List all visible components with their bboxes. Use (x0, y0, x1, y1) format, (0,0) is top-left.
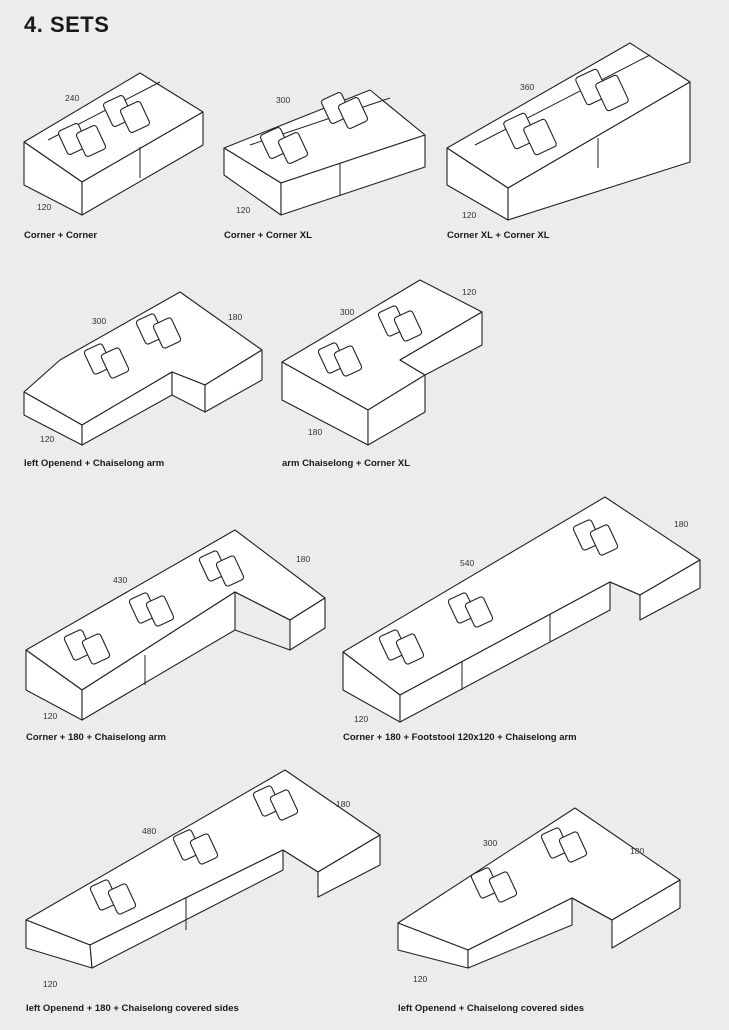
set-caption: arm Chaiselong + Corner XL (282, 458, 411, 469)
width-dimension: 480 (142, 826, 157, 836)
chaise-dimension: 180 (336, 799, 351, 809)
width-dimension: 300 (276, 95, 291, 105)
sofa-drawing-openend-chaiselong-arm (23, 291, 263, 446)
set-caption: left Openend + Chaiselong covered sides (398, 1003, 585, 1014)
depth-dimension: 180 (308, 427, 323, 437)
set-caption: Corner + 180 + Footstool 120x120 + Chais… (343, 732, 577, 743)
width-dimension: 300 (483, 838, 498, 848)
width-dimension: 540 (460, 558, 475, 568)
set-caption: Corner + 180 + Chaiselong arm (26, 732, 166, 743)
chaise-dimension: 180 (630, 846, 645, 856)
sofa-drawing-arm-chaiselong-corner-xl (281, 279, 483, 446)
set-caption: Corner + Corner XL (224, 230, 312, 241)
set-caption: Corner XL + Corner XL (447, 230, 550, 241)
chaise-dimension: 180 (674, 519, 689, 529)
sofa-drawing-corner-180-chaiselong-arm (25, 529, 326, 721)
depth-dimension: 120 (236, 205, 251, 215)
chaise-dimension: 120 (462, 287, 477, 297)
set-caption: left Openend + Chaiselong arm (24, 458, 165, 469)
depth-dimension: 120 (354, 714, 369, 724)
sofa-drawing-corner-corner-xl (223, 89, 426, 216)
width-dimension: 300 (340, 307, 355, 317)
sofa-drawing-openend-180-chaiselong-covered (25, 769, 381, 969)
depth-dimension: 120 (43, 711, 58, 721)
depth-dimension: 120 (37, 202, 52, 212)
set-caption: left Openend + 180 + Chaiselong covered … (26, 1003, 239, 1014)
depth-dimension: 120 (40, 434, 55, 444)
cushions (57, 68, 629, 915)
width-dimension: 430 (113, 575, 128, 585)
width-dimension: 240 (65, 93, 80, 103)
width-dimension: 300 (92, 316, 107, 326)
sofa-drawing-corner-xl-corner-xl (446, 42, 691, 221)
sofa-drawing-corner-180-footstool-chaiselong-arm (342, 496, 701, 723)
depth-dimension: 120 (43, 979, 58, 989)
page-title: 4. SETS (24, 12, 110, 37)
width-dimension: 360 (520, 82, 535, 92)
set-caption: Corner + Corner (24, 230, 98, 241)
chaise-dimension: 180 (228, 312, 243, 322)
sofa-drawing-openend-chaiselong-covered (397, 807, 681, 969)
depth-dimension: 120 (413, 974, 428, 984)
sofa-drawing-corner-corner (23, 72, 204, 216)
depth-dimension: 120 (462, 210, 477, 220)
chaise-dimension: 180 (296, 554, 311, 564)
